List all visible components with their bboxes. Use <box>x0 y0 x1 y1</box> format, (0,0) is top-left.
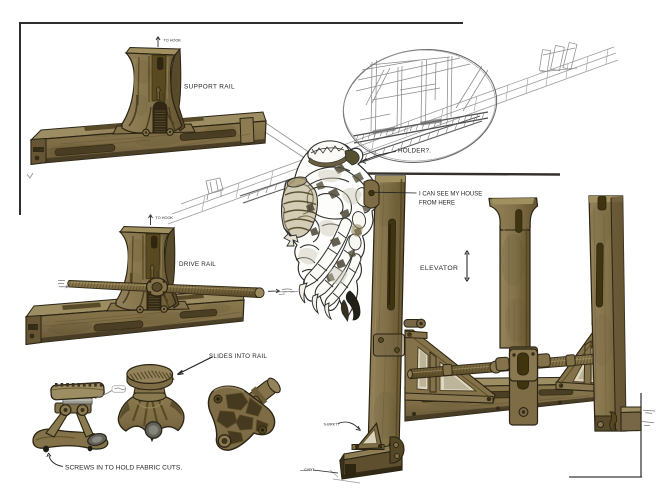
svg-text:TO HOOK: TO HOOK <box>156 216 174 220</box>
svg-text:FROM HERE: FROM HERE <box>419 201 455 207</box>
svg-text:SCREWS IN TO HOLD FABRIC CU: SCREWS IN TO HOLD FABRIC CUTS. <box>65 465 182 472</box>
svg-text:SUPPORT RAIL: SUPPORT RAIL <box>184 84 235 91</box>
svg-text:S-BRKT?: S-BRKT? <box>324 423 340 427</box>
svg-text:SLIDES INTO RAIL: SLIDES INTO RAIL <box>209 353 267 360</box>
svg-text:I CAN SEE MY HOUSE: I CAN SEE MY HOUSE <box>419 192 482 198</box>
svg-text:DRIVE RAIL: DRIVE RAIL <box>179 261 216 268</box>
svg-text:TO HOOK: TO HOOK <box>164 39 182 43</box>
svg-text:HOLDER?.: HOLDER?. <box>398 148 431 155</box>
svg-text:ELEVATOR: ELEVATOR <box>420 265 458 272</box>
